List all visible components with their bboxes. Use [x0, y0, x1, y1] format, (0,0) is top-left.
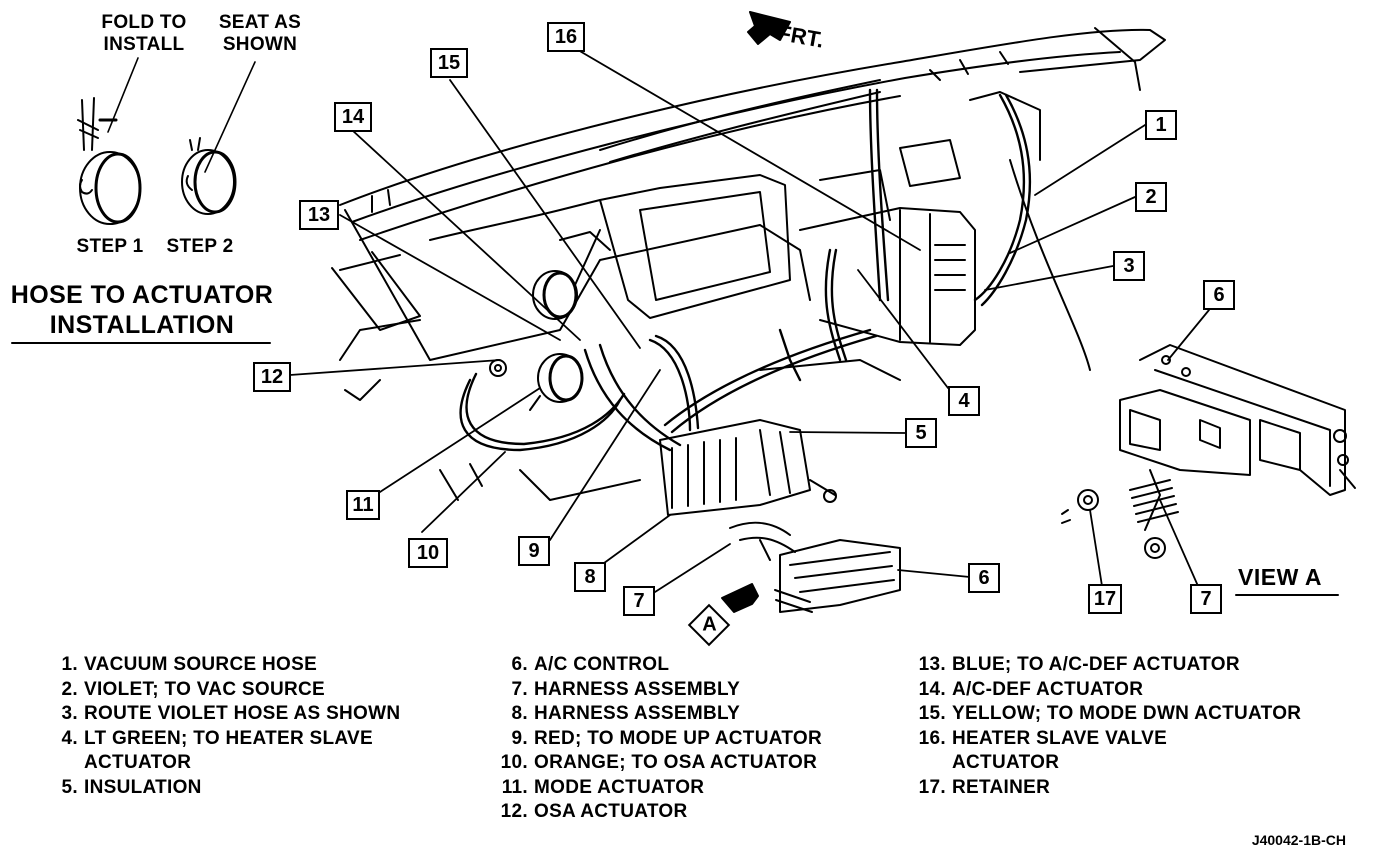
legend-item-continuation: ACTUATOR	[952, 752, 1060, 773]
callout-6-main: 6	[968, 563, 1000, 593]
callout-10: 10	[408, 538, 448, 568]
osa-actuator-drawing	[489, 359, 507, 377]
view-a-detail-drawing	[1061, 344, 1356, 559]
legend-item: 16.HEATER SLAVE VALVE	[918, 727, 1168, 749]
inset-step2-actuator	[181, 137, 237, 215]
lower-floor-outline	[339, 159, 1091, 501]
front-direction-arrow	[747, 11, 791, 45]
callout-8: 8	[574, 562, 606, 592]
callout-leaders	[289, 49, 1210, 593]
legend-item: 17.RETAINER	[918, 776, 1051, 798]
vacuum-hose-bundle	[459, 88, 1032, 452]
callout-1: 1	[1145, 110, 1177, 140]
legend-item: 11.MODE ACTUATOR	[501, 776, 705, 798]
legend-item: 1.VACUUM SOURCE HOSE	[61, 654, 318, 675]
legend-item: 4.LT GREEN; TO HEATER SLAVE	[61, 727, 373, 749]
legend-column-1: 1.VACUUM SOURCE HOSE 2.VIOLET; TO VAC SO…	[56, 653, 401, 800]
legend-item: 8.HARNESS ASSEMBLY	[511, 703, 741, 724]
legend-item: 15.YELLOW; TO MODE DWN ACTUATOR	[918, 703, 1302, 724]
legend-item: 3.ROUTE VIOLET HOSE AS SHOWN	[61, 703, 401, 724]
legend-item: 7.HARNESS ASSEMBLY	[511, 678, 741, 700]
legend-column-2: 6.A/C CONTROL 7.HARNESS ASSEMBLY 8.HARNE…	[494, 653, 822, 825]
seat-as-shown-label: SEAT AS SHOWN	[218, 12, 302, 55]
a-c-control-drawing	[729, 521, 901, 613]
step2-label: STEP 2	[166, 236, 234, 257]
callout-7-main: 7	[623, 586, 655, 616]
fold-to-install-label: FOLD TO INSTALL	[101, 12, 187, 55]
callout-5: 5	[905, 418, 937, 448]
legend-item: 5.INSULATION	[61, 776, 202, 798]
legend-item: 6.A/C CONTROL	[511, 654, 670, 675]
view-a-pointer-arrow	[721, 583, 759, 613]
callout-17: 17	[1088, 584, 1122, 614]
mode-actuator-drawing	[529, 353, 584, 411]
callout-2: 2	[1135, 182, 1167, 212]
inset-step1-actuator	[77, 97, 142, 225]
view-a-label: VIEW A	[1238, 564, 1322, 590]
figure-reference-code: J40042-1B-CH	[1251, 832, 1346, 848]
a-c-def-actuator-drawing	[532, 229, 601, 320]
legend-item: 14.A/C-DEF ACTUATOR	[918, 678, 1144, 700]
legend-item: 9.RED; TO MODE UP ACTUATOR	[511, 727, 822, 749]
callout-16: 16	[547, 22, 585, 52]
legend-item: 10.ORANGE; TO OSA ACTUATOR	[500, 752, 818, 773]
callout-6-view-a: 6	[1203, 280, 1235, 310]
callout-11: 11	[346, 490, 380, 520]
dash-cowl-outline	[339, 27, 1166, 241]
step1-label: STEP 1	[76, 236, 144, 257]
callout-4: 4	[948, 386, 980, 416]
legend-item-continuation: ACTUATOR	[84, 752, 192, 773]
callout-3: 3	[1113, 251, 1145, 281]
callout-14: 14	[334, 102, 372, 132]
legend-item: 2.VIOLET; TO VAC SOURCE	[61, 678, 326, 700]
callout-7-view-a: 7	[1190, 584, 1222, 614]
legend-item: 12.OSA ACTUATOR	[500, 801, 688, 822]
callout-12: 12	[253, 362, 291, 392]
legend-item: 13.BLUE; TO A/C-DEF ACTUATOR	[918, 654, 1240, 675]
callout-15: 15	[430, 48, 468, 78]
inset-leader-lines	[107, 57, 256, 173]
heater-box-right	[799, 91, 1041, 346]
legend-column-3: 13.BLUE; TO A/C-DEF ACTUATOR 14.A/C-DEF …	[912, 653, 1301, 800]
view-a-marker-letter: A	[701, 613, 717, 636]
callout-9: 9	[518, 536, 550, 566]
harness-connector-drawing	[659, 419, 837, 516]
callout-13: 13	[299, 200, 339, 230]
inset-title: HOSE TO ACTUATOR INSTALLATION	[10, 281, 274, 339]
